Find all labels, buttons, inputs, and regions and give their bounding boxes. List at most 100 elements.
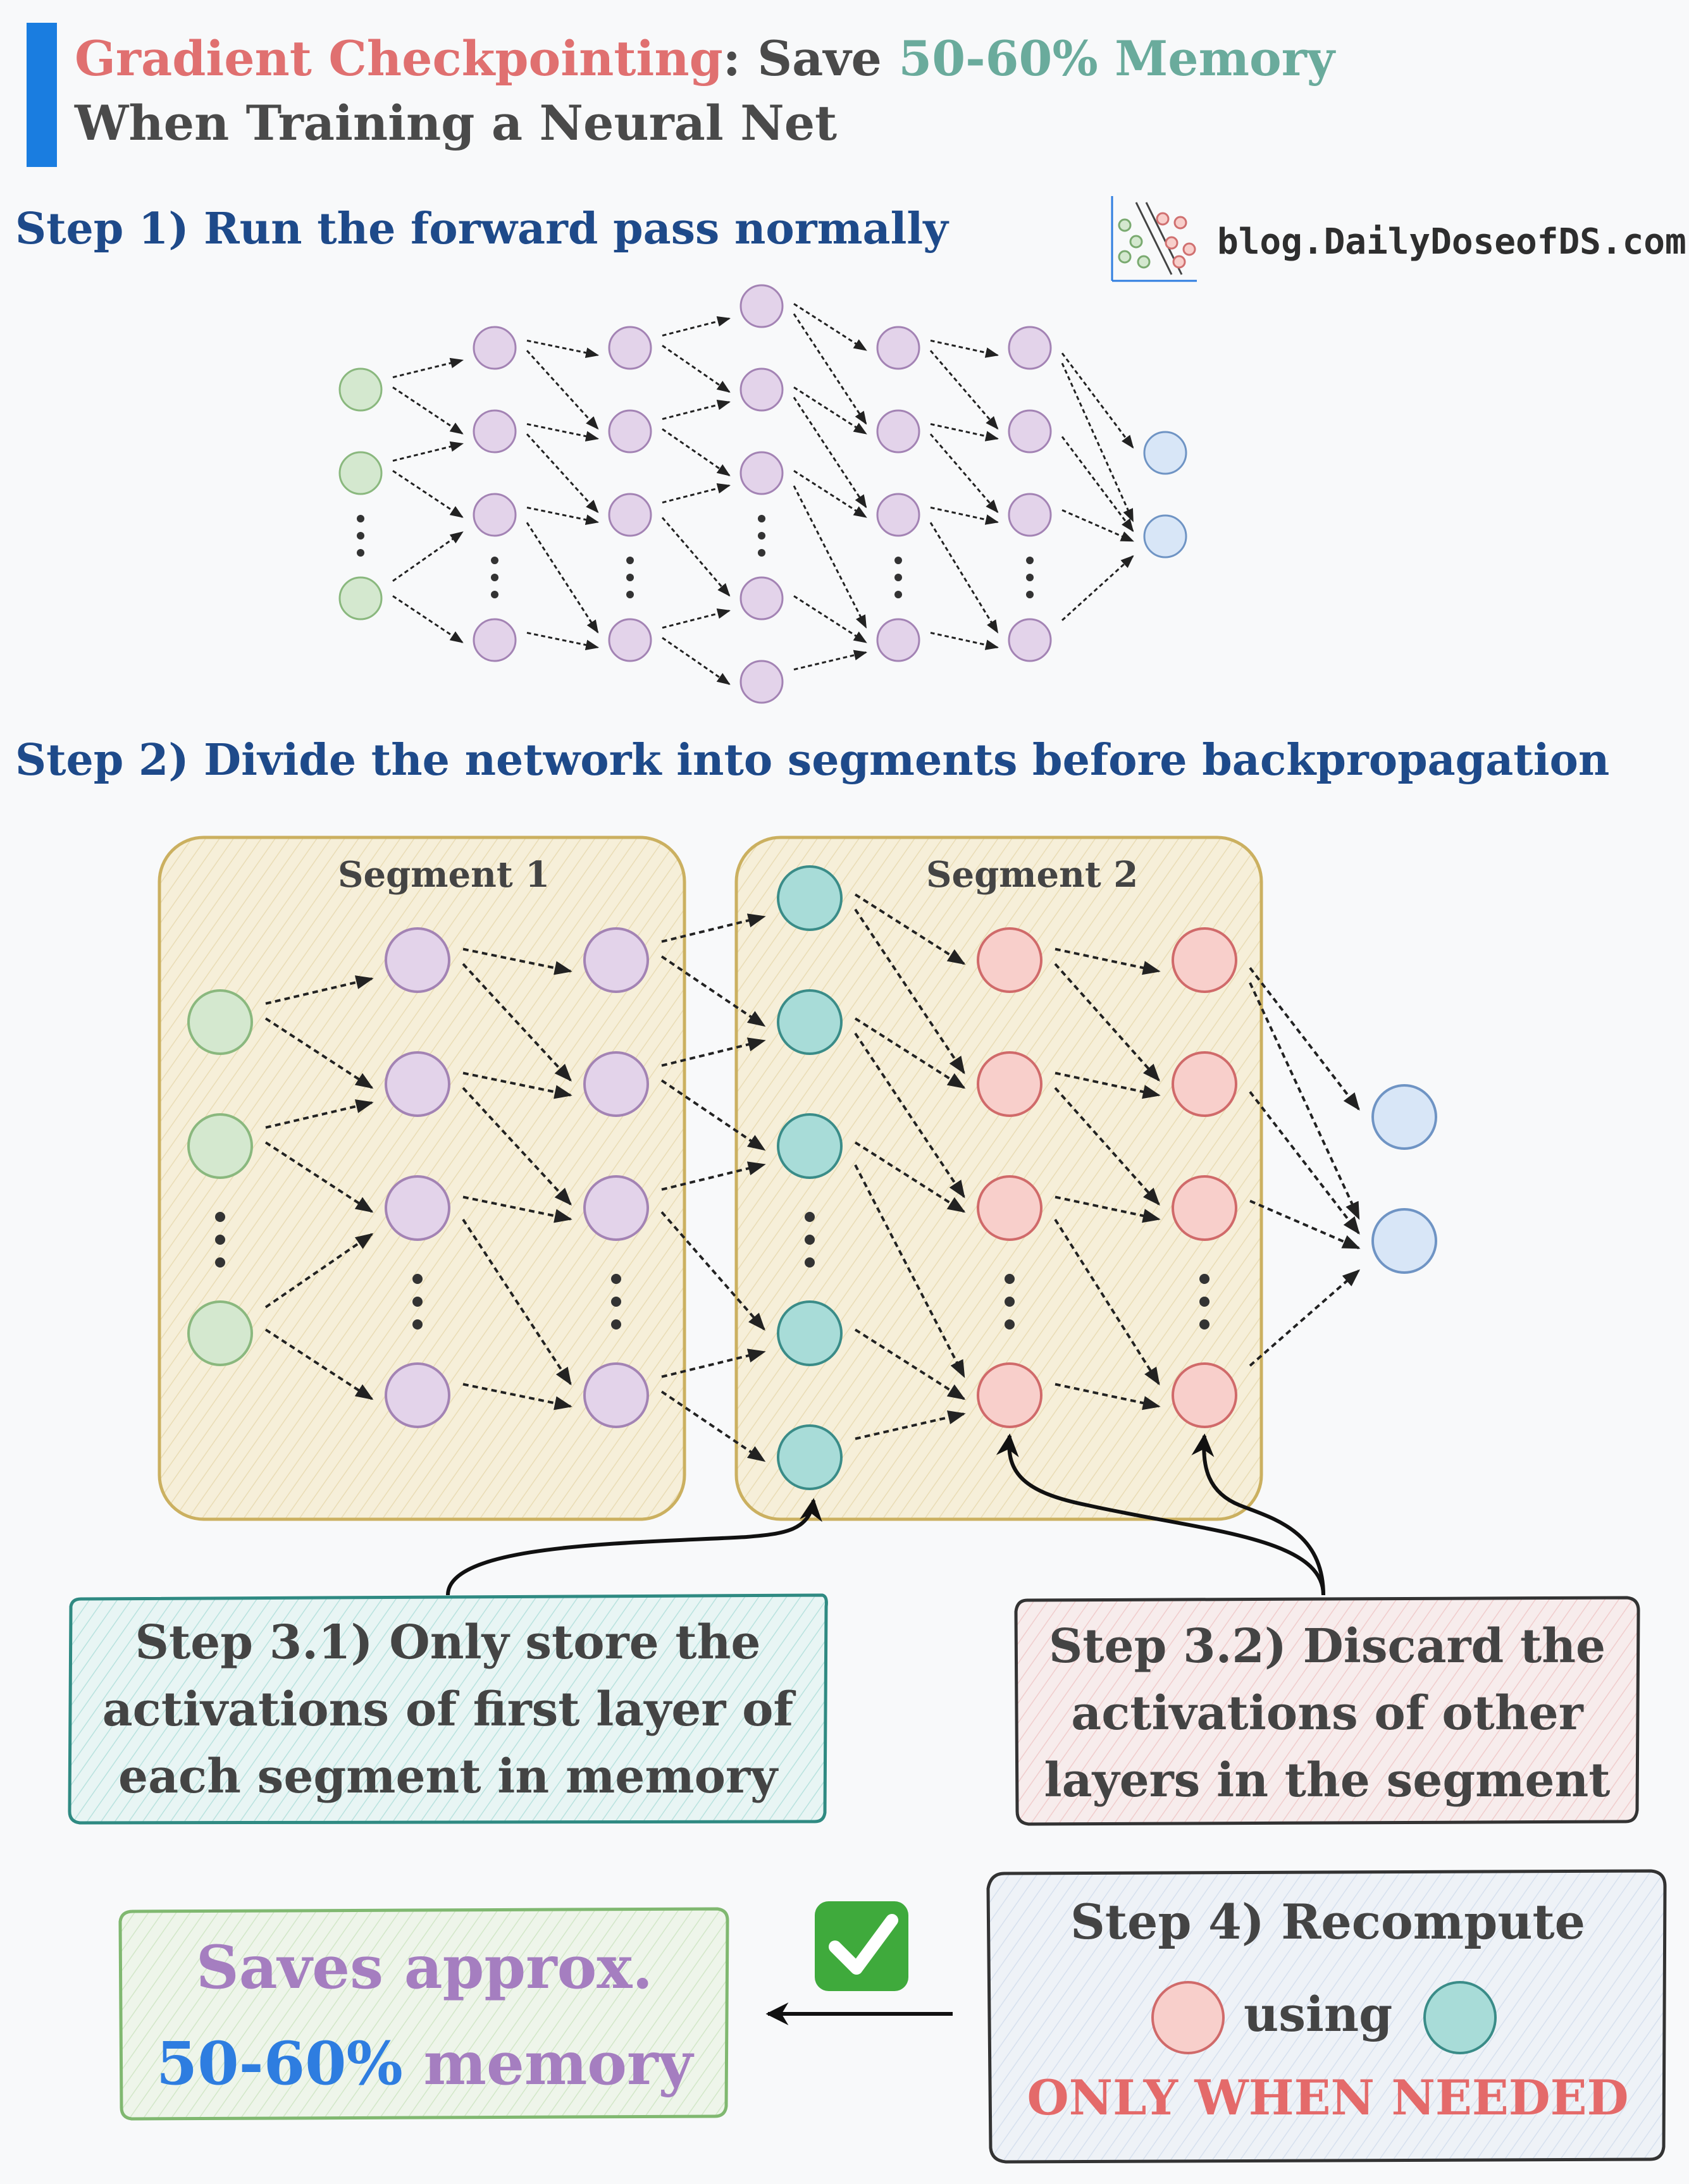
step1-network	[338, 284, 1187, 704]
connection-arrow	[660, 1079, 766, 1151]
step31-box	[68, 1593, 828, 1825]
ellipsis-dot	[894, 557, 902, 564]
ellipsis-dot	[1026, 591, 1034, 598]
connection-arrow	[793, 470, 867, 518]
ellipsis-dot	[357, 532, 364, 540]
discarded-node	[977, 1051, 1042, 1117]
output-node	[1143, 514, 1187, 558]
connection-arrow	[526, 506, 600, 525]
ellipsis-dot	[412, 1319, 423, 1330]
connection-arrow	[929, 433, 999, 514]
hidden-node	[583, 1051, 649, 1117]
ellipsis-dot	[412, 1297, 423, 1307]
connection-arrow	[1249, 1269, 1361, 1367]
hidden-node	[739, 367, 784, 412]
ellipsis-dot	[805, 1212, 815, 1222]
connection-arrow	[526, 522, 599, 634]
output-node	[1371, 1208, 1437, 1274]
title-part2: : Save	[722, 30, 899, 87]
discarded-node	[1172, 927, 1237, 993]
ellipsis-dot	[626, 591, 634, 598]
hidden-node	[739, 284, 784, 328]
hidden-node	[473, 618, 517, 662]
input-node	[187, 1113, 253, 1179]
ellipsis-dot	[805, 1235, 815, 1245]
output-node	[1371, 1084, 1437, 1150]
connection-arrow	[392, 531, 464, 582]
connection-arrow	[1054, 1087, 1160, 1206]
connection-arrow	[661, 1037, 766, 1067]
connection-arrow	[392, 595, 464, 643]
connection-arrow	[929, 350, 999, 430]
connection-arrow	[793, 397, 867, 509]
hidden-node	[1008, 493, 1052, 537]
connection-arrow	[264, 1017, 374, 1089]
step2-heading: Step 2) Divide the network into segments…	[15, 735, 1610, 786]
connection-arrow	[1061, 436, 1134, 533]
connection-arrow	[462, 947, 572, 975]
connection-arrow	[264, 1233, 374, 1309]
input-node	[338, 451, 383, 495]
ellipsis-dot	[1026, 574, 1034, 581]
ellipsis-dot	[805, 1257, 815, 1268]
ellipsis-dot	[611, 1297, 621, 1307]
ellipsis-dot	[611, 1274, 621, 1284]
hidden-node	[876, 618, 920, 662]
hidden-node	[473, 326, 517, 370]
connection-arrow	[662, 316, 731, 336]
connection-arrow	[661, 913, 766, 943]
hidden-node	[608, 326, 652, 370]
recompute-stored-node	[1423, 1981, 1497, 2054]
page-title-line2: When Training a Neural Net	[75, 95, 838, 151]
connection-arrow	[526, 433, 599, 514]
step4-using: using	[1244, 1986, 1393, 2042]
connection-arrow	[1055, 1383, 1161, 1410]
savings-box	[118, 1907, 729, 2121]
step1-heading: Step 1) Run the forward pass normally	[15, 204, 948, 254]
hidden-node	[473, 493, 517, 537]
hidden-node	[583, 1362, 649, 1428]
connection-arrow	[392, 441, 464, 462]
connection-arrow	[462, 1383, 572, 1410]
recompute-discarded-node	[1151, 1981, 1225, 2054]
ellipsis-dot	[491, 591, 498, 598]
hidden-node	[739, 451, 784, 495]
ellipsis-dot	[357, 515, 364, 522]
title-part1: Gradient Checkpointing	[75, 30, 723, 87]
brand-text: blog.DailyDoseofDS.com	[1217, 221, 1686, 262]
discard-pointer-arrow-1	[996, 1433, 1325, 1596]
step31-line1: Step 3.1) Only store the	[135, 1615, 761, 1670]
connection-arrow	[854, 1141, 966, 1213]
connection-arrow	[265, 975, 374, 1005]
connection-arrow	[1061, 362, 1134, 522]
connection-arrow	[1061, 352, 1134, 449]
hidden-node	[473, 409, 517, 453]
stored-node	[777, 1424, 843, 1490]
connection-arrow	[930, 631, 999, 650]
connection-arrow	[1249, 967, 1360, 1111]
connection-arrow	[462, 1218, 572, 1386]
stored-node	[777, 865, 843, 931]
discarded-node	[977, 927, 1042, 993]
step32-box	[1014, 1596, 1640, 1826]
page-title: Gradient Checkpointing: Save 50-60% Memo…	[75, 30, 1335, 87]
connection-arrow	[662, 428, 731, 476]
connection-arrow	[793, 595, 867, 643]
ellipsis-dot	[1199, 1274, 1210, 1284]
ellipsis-dot	[894, 574, 902, 581]
ellipsis-dot	[1199, 1297, 1210, 1307]
hidden-node	[739, 576, 784, 620]
connection-arrow	[392, 386, 464, 435]
ellipsis-dot	[1005, 1297, 1015, 1307]
discarded-node	[977, 1175, 1042, 1241]
input-node	[338, 576, 383, 620]
ellipsis-dot	[215, 1212, 225, 1222]
connection-arrow	[1249, 1199, 1361, 1250]
ellipsis-dot	[1026, 557, 1034, 564]
connection-arrow	[930, 339, 999, 358]
stored-node	[777, 989, 843, 1055]
connection-arrow	[854, 1017, 966, 1089]
connection-arrow	[392, 470, 464, 518]
connection-arrow	[526, 339, 600, 358]
